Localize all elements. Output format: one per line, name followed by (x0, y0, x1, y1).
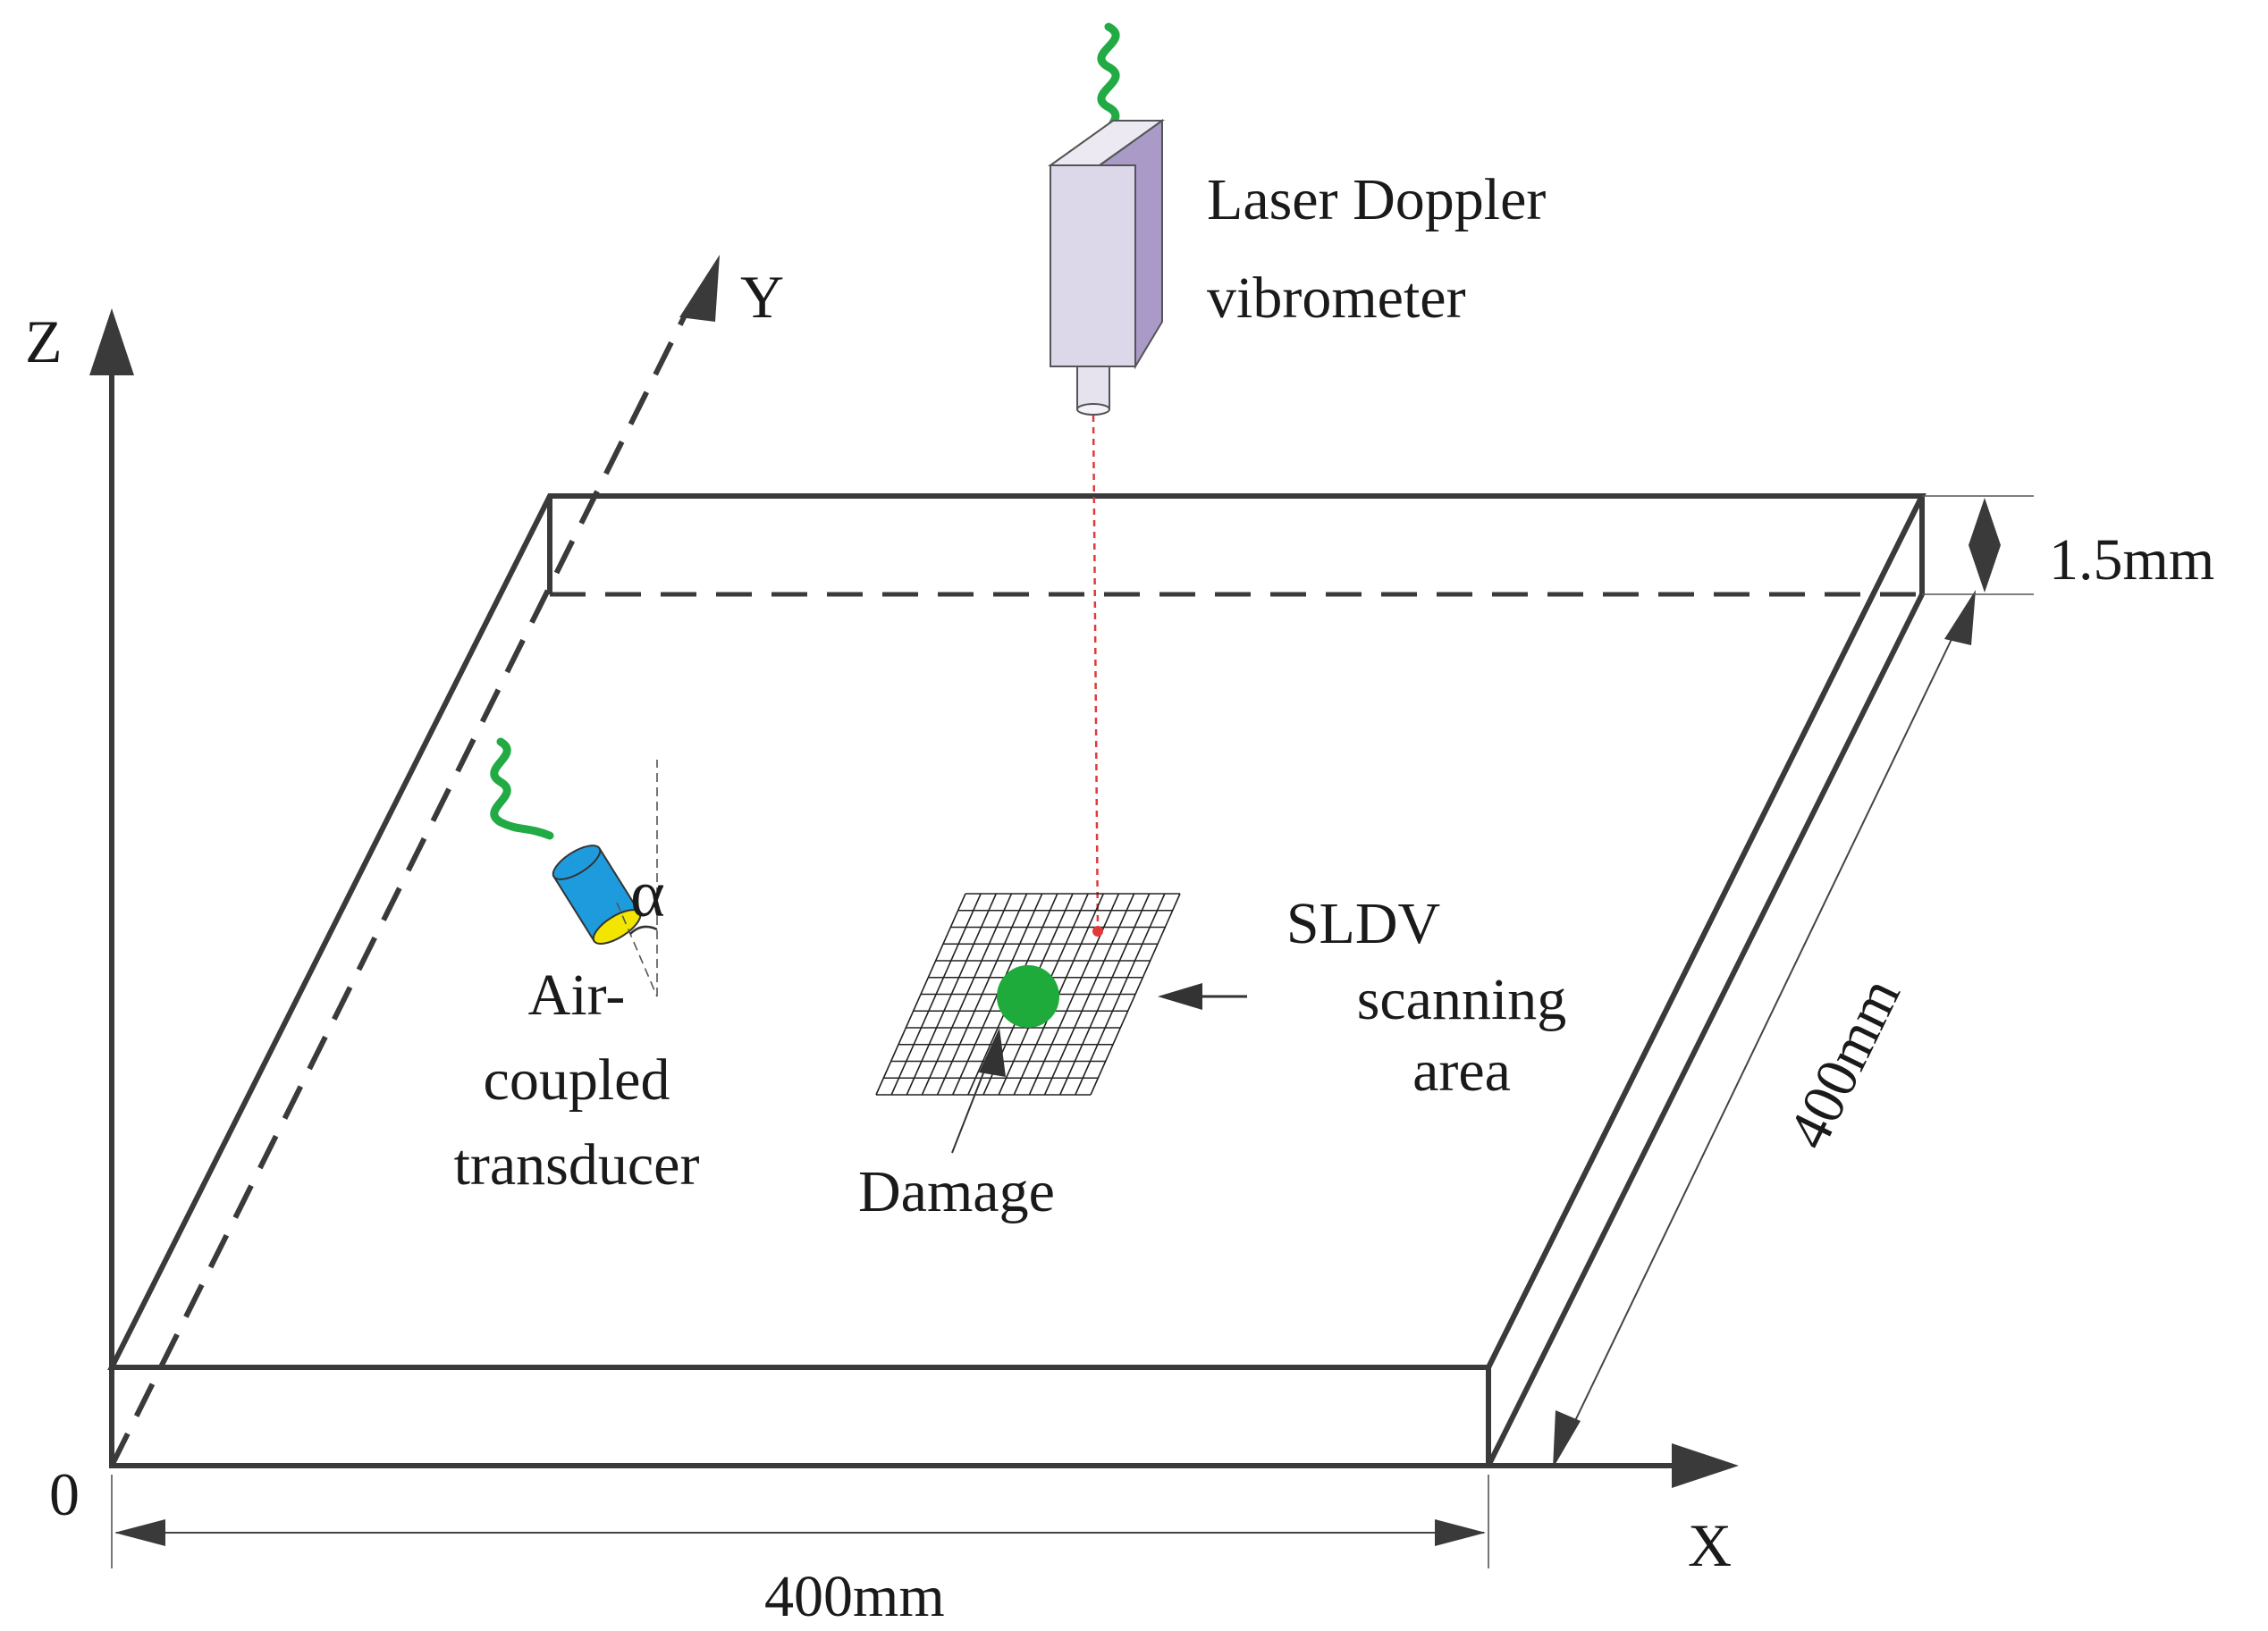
thickness-label: 1.5mm (2049, 527, 2214, 593)
laser-label-line2: vibrometer (1207, 265, 1466, 331)
laser-spot (1092, 926, 1103, 937)
z-axis-label: Z (25, 307, 63, 375)
x-axis-label: X (1688, 1511, 1732, 1579)
width-dimension-label: 400mm (764, 1564, 945, 1629)
y-axis-label: Y (740, 263, 784, 331)
laser-beam (1092, 415, 1100, 930)
damage-marker (997, 965, 1059, 1028)
damage-label: Damage (858, 1159, 1055, 1224)
width-dimension (111, 1475, 1489, 1568)
depth-dimension (1553, 590, 1976, 1468)
damage-pointer-arrow (951, 1028, 1006, 1154)
depth-dimension-label: 400mm (1775, 968, 1913, 1158)
scan-label-line3: area (1412, 1038, 1511, 1104)
transducer-label-line2: coupled (484, 1047, 670, 1113)
scan-area-pointer-arrow (1158, 983, 1247, 1010)
y-axis (109, 255, 720, 1467)
cylinder-transducer-icon (490, 737, 642, 945)
transducer-label-line3: transducer (454, 1132, 700, 1198)
thickness-dimension (1922, 495, 2034, 595)
z-axis (89, 308, 134, 1466)
scan-label-line2: scanning (1357, 967, 1567, 1032)
laser-head-icon (1047, 22, 1166, 416)
transducer-label-line1: Air- (528, 963, 626, 1028)
alpha-label: α (630, 858, 665, 931)
scan-label-line1: SLDV (1286, 891, 1440, 956)
incidence-angle (616, 760, 658, 997)
origin-label: 0 (49, 1460, 80, 1528)
laser-label-line1: Laser Doppler (1207, 167, 1546, 232)
